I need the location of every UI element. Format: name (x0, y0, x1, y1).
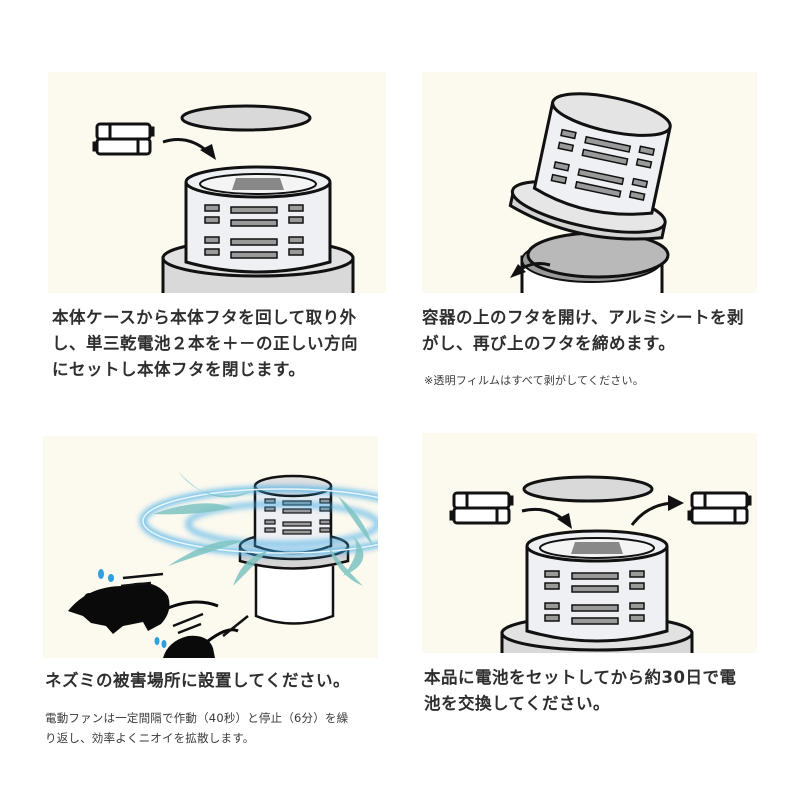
step1-caption: 本体ケースから本体フタを回して取り外 し、単三乾電池２本を＋－の正しい方向 にセ… (52, 308, 358, 379)
insert-arrow-icon (521, 507, 572, 529)
vent-slots-icon (204, 204, 304, 259)
step1-illustration (48, 72, 386, 293)
arrow-icon (162, 138, 216, 160)
step2-caption: 容器の上のフタを開け、アルミシートを剥 がし、再び上のフタを締めます。 (422, 308, 745, 353)
lid-disc-icon (522, 475, 654, 503)
fan-airflow-rings-icon (140, 486, 378, 556)
batteries-icon (92, 122, 155, 156)
mouse-large-icon (68, 582, 219, 634)
step3-caption: ネズミの被害場所に設置してください。 (45, 671, 351, 690)
peel-arrow-icon (510, 262, 551, 278)
sweat-drops-icon (98, 569, 167, 648)
scent-wisps-icon (153, 471, 373, 586)
mouse-small-icon (163, 628, 239, 658)
step3-note: 電動ファンは一定間隔で作動（40秒）と停止（6分）を繰 り返し、効率よくニオイを… (45, 711, 349, 745)
lid-disc-icon (180, 104, 312, 132)
step2-illustration (422, 72, 757, 293)
vent-slots-icon (544, 570, 645, 625)
fan-diffusing-illustration (68, 471, 378, 658)
new-batteries-icon (449, 491, 514, 525)
step4-illustration (422, 433, 757, 653)
peel-aluminum-sheet-illustration (508, 92, 672, 293)
old-batteries-icon (687, 491, 752, 525)
speed-lines-icon (120, 572, 249, 637)
step2-note: ※透明フィルムはすべて剥がしてください。 (424, 374, 644, 387)
step3-illustration (43, 436, 378, 658)
tilted-lid-icon (508, 92, 672, 241)
remove-arrow-icon (630, 495, 684, 526)
insert-batteries-illustration (92, 104, 355, 293)
step4-caption: 本品に電池をセットしてから約30日で電 池を交換してください。 (424, 668, 737, 713)
replace-batteries-illustration (449, 475, 752, 653)
